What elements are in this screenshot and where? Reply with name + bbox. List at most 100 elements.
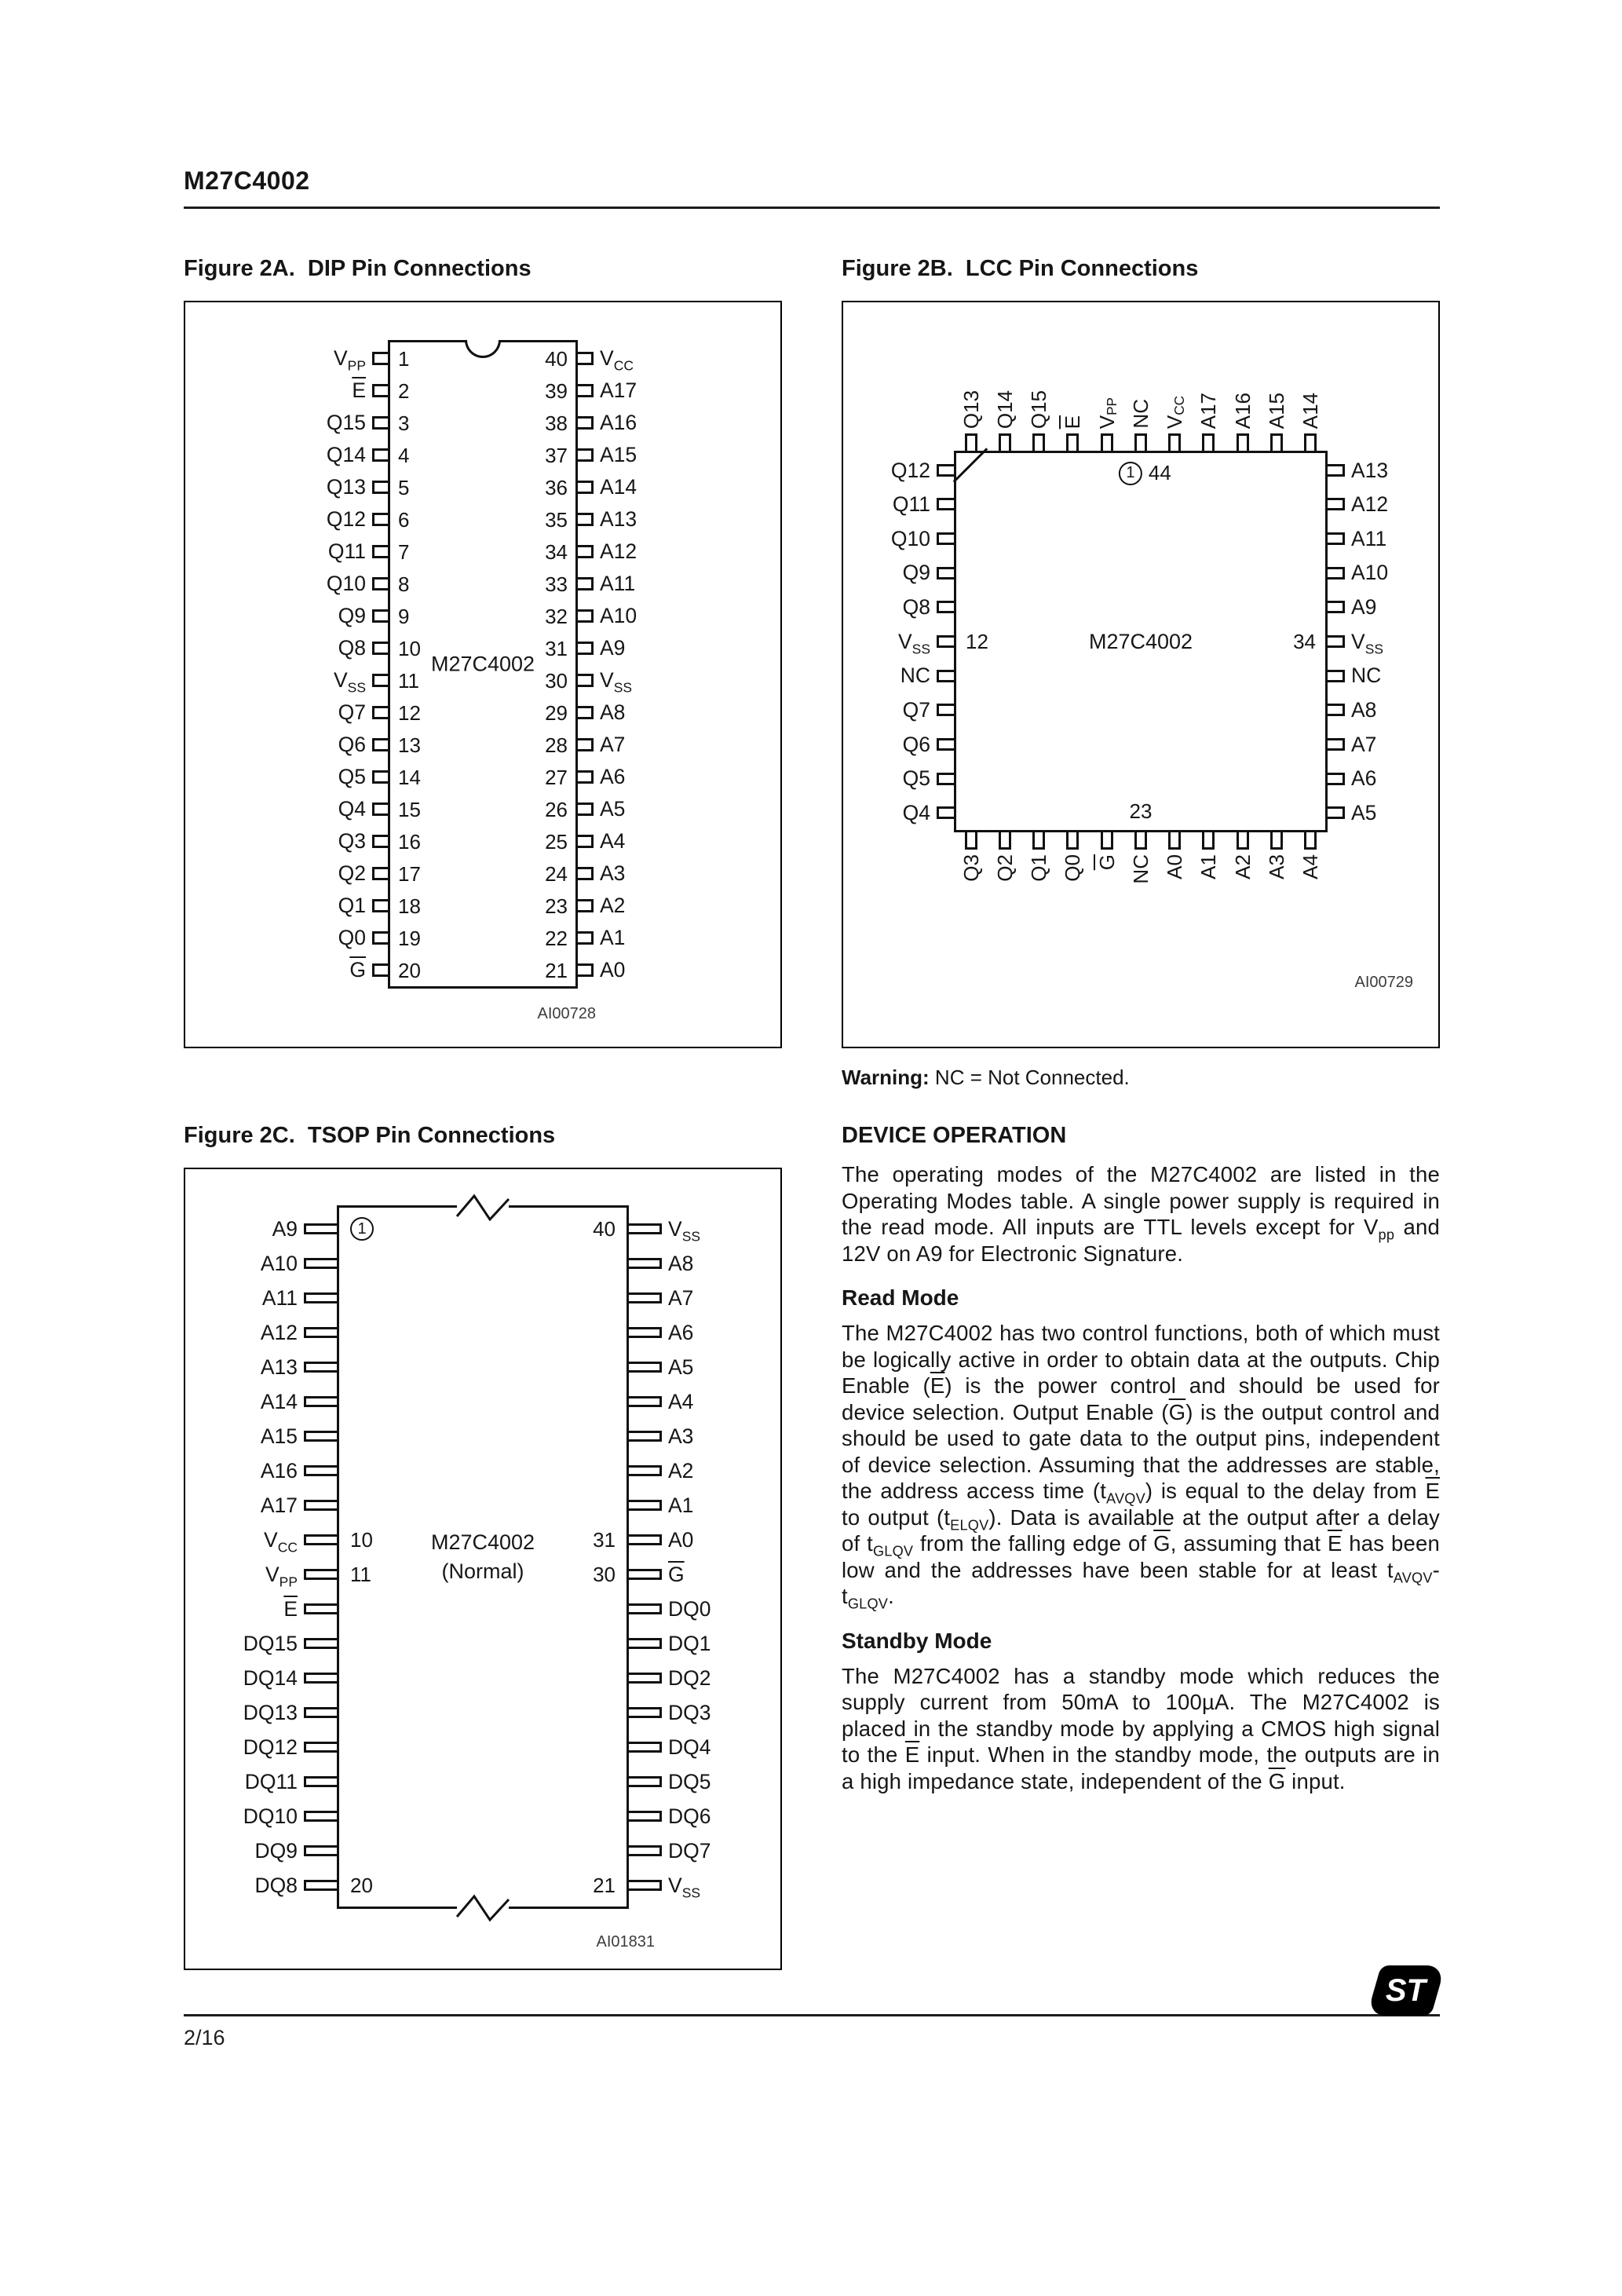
dip-pin-row: VSS [270,664,388,696]
lcc-bottom-stub-cell [1158,832,1192,850]
pin-stub [937,635,954,649]
pin-label: Q8 [338,636,366,660]
dip-pin-row: Q4 [270,793,388,825]
tsop-pin-row: A13 [243,1350,337,1384]
pin-label: Q10 [326,572,366,596]
pin-label: A5 [668,1355,694,1379]
pin-stub [937,669,954,682]
pin-label: A14 [600,475,637,499]
lcc-corner-chamfer [952,448,988,483]
tsop-pin-row: DQ15 [243,1626,337,1661]
tsop-number-row [339,1799,627,1834]
pin-label: A7 [600,733,626,757]
pin-label: A0 [668,1527,694,1552]
pin-stub [1134,433,1147,451]
pin-number: 31 [545,636,568,660]
lcc-top-label-cell: E [1056,353,1090,433]
pin-stub [629,1707,662,1718]
pin-number: 17 [398,861,421,886]
lcc-bottom-label-cell: Q1 [1022,850,1056,938]
lcc-bottom-label-cell: Q3 [954,850,988,938]
pin-label: Q15 [326,411,366,435]
lcc-bottom-label-cell: A4 [1294,850,1328,938]
pin-label: A13 [600,507,637,532]
pin-stub [1270,832,1284,850]
lcc-top-label-cell: Q14 [988,353,1021,433]
lcc-pin-row: Q8 [882,590,954,625]
doc-title: M27C4002 [184,166,310,195]
pin-label: NC [1128,854,1153,884]
pin-stub [578,416,594,430]
dip-pin-row: Q2 [270,857,388,890]
pin-stub [304,1465,337,1476]
device-operation-heading: DEVICE OPERATION [842,1123,1067,1148]
lcc-pin12-number: 12 [966,630,988,653]
lcc-pin-row: NC [1328,659,1400,693]
lcc-chip-label: M27C4002 [1088,630,1193,653]
header-rule [184,207,1440,209]
tsop-pin-row: A1 [629,1488,723,1523]
dip-pin-row: A14 [578,471,696,503]
lcc-pin-row: A10 [1328,556,1400,590]
pin-label: VSS [668,1216,701,1245]
pin-label: DQ1 [668,1631,711,1655]
pin-label: Q12 [326,507,366,532]
tsop-number-row [339,1315,627,1350]
pin-stub [578,706,594,719]
figure-2b-title: Figure 2B. LCC Pin Connections [842,256,1199,281]
pin-number: 8 [398,572,410,596]
tsop-pin-row: DQ8 [243,1868,337,1903]
tsop-pin-row: VSS [629,1212,723,1246]
pin-number: 34 [545,539,568,564]
pin-label: G [668,1562,685,1586]
pin-stub [578,609,594,623]
lcc-top-label-cell: NC [1123,353,1157,433]
pin-label: NC [1128,399,1153,429]
pin-stub [304,1534,337,1545]
tsop-break-mark-bottom [448,1890,518,1925]
tsop-pin-row: A17 [243,1488,337,1523]
lcc-bottom-label-cell: Q0 [1056,850,1090,938]
lcc-pin-row: A12 [1328,488,1400,522]
pin-stub [1328,704,1345,717]
pin-label: DQ6 [668,1804,711,1828]
dip-pin-row: Q0 [270,922,388,954]
pin-number: 30 [593,1563,616,1586]
pin-label: Q15 [1027,389,1051,429]
pin-label: Q5 [902,766,930,791]
dip-pin-row: A11 [578,568,696,600]
read-mode-heading: Read Mode [842,1285,959,1310]
pin-stub [578,642,594,655]
pin-number: 21 [593,1874,616,1897]
pin-stub [1100,433,1113,451]
lcc-pin-row: Q10 [882,521,954,556]
pin-stub [998,433,1011,451]
lcc-pin-row: Q7 [882,693,954,727]
tsop-chip-name: M27C4002 [430,1530,535,1554]
pin-label: DQ9 [254,1838,298,1863]
warning-label: Warning: [842,1066,930,1089]
dip-pin-row: A17 [578,375,696,407]
pin-number: 10 [398,636,421,660]
lcc-top-label-cell: VCC [1158,353,1192,433]
tsop-pin-row: DQ10 [243,1799,337,1834]
pin-stub [372,963,388,977]
lcc-bottom-label-cell: G [1090,850,1123,938]
lcc-pin44-number: 44 [1148,461,1171,484]
lcc-bottom-stub-cell [988,832,1021,850]
tsop-pin-row: VSS [629,1868,723,1903]
pin-number: 25 [545,829,568,854]
lcc-top-label-cell: A14 [1294,353,1328,433]
dip-pin-row: A12 [578,536,696,568]
